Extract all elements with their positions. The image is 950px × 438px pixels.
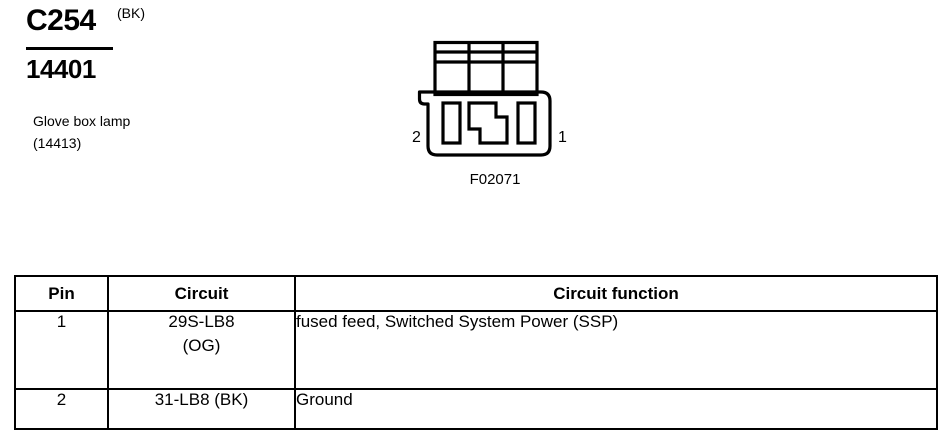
table-body: 1 29S-LB8 (OG) fused feed, Switched Syst… (14, 310, 938, 430)
connector-part-number-label: 14401 (26, 54, 96, 84)
cell-circuit-line-2: (OG) (182, 336, 221, 355)
connector-body-outline (417, 90, 552, 157)
connector-id-label: C254 (26, 4, 96, 37)
cell-pin: 1 (14, 310, 109, 390)
connector-terminal-slot-left (441, 101, 462, 145)
cell-circuit: 29S-LB8 (OG) (107, 310, 296, 390)
component-name-label: Glove box lamp (33, 113, 131, 129)
connector-diagram: 2 1 F02071 (395, 25, 605, 200)
connector-figure-code-label: F02071 (469, 171, 521, 188)
pin-assignment-table: Pin Circuit Circuit function 1 29S-LB8 (… (14, 275, 938, 430)
column-header-pin: Pin (14, 275, 109, 312)
connector-comb-outline (433, 40, 539, 97)
table-row: 2 31-LB8 (BK) Ground (14, 388, 938, 430)
column-header-circuit: Circuit (107, 275, 296, 312)
table-header: Pin Circuit Circuit function (14, 275, 938, 312)
connector-keying-feature (467, 101, 509, 145)
connector-color-code-label: (BK) (117, 5, 145, 21)
cell-pin: 2 (14, 388, 109, 430)
pin-left-number-label: 2 (412, 129, 421, 146)
table-header-row: Pin Circuit Circuit function (14, 275, 938, 312)
column-header-circuit-function: Circuit function (294, 275, 938, 312)
cell-circuit-line-1: 29S-LB8 (168, 312, 235, 331)
header-divider-rule (26, 47, 113, 50)
component-part-number-label: (14413) (33, 135, 82, 151)
connector-header-block: C254 (BK) 14401 Glove box lamp (14413) (0, 0, 330, 175)
connector-illustration-svg (417, 40, 552, 157)
cell-circuit: 31-LB8 (BK) (107, 388, 296, 430)
pin-right-number-label: 1 (558, 129, 567, 146)
cell-circuit-function: Ground (294, 388, 938, 430)
connector-terminal-slot-right (516, 101, 537, 145)
table-row: 1 29S-LB8 (OG) fused feed, Switched Syst… (14, 310, 938, 390)
cell-circuit-function: fused feed, Switched System Power (SSP) (294, 310, 938, 390)
